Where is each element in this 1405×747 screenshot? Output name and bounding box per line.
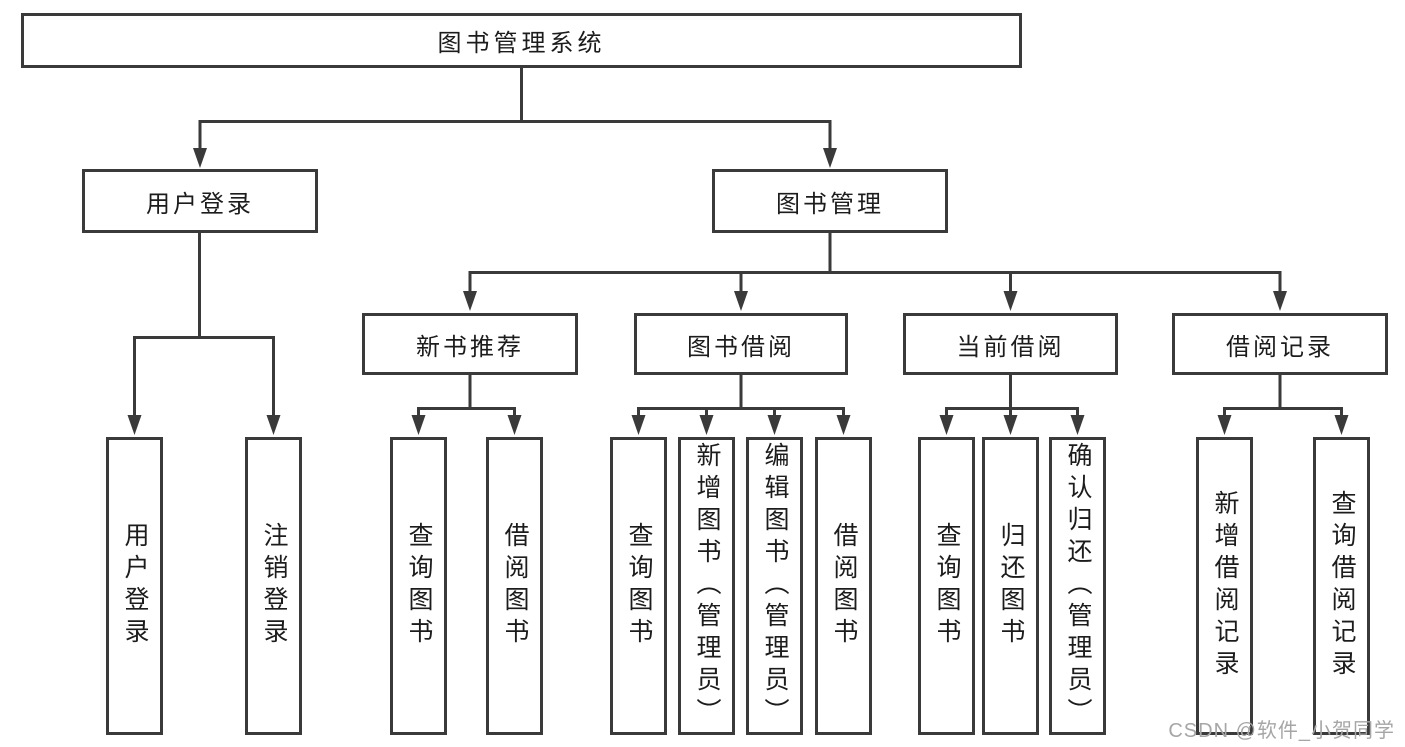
leaf-user-login: 用户登录 xyxy=(106,437,163,735)
connector-book-borrow-to-leaves xyxy=(637,375,845,416)
arrowhead-down-icon xyxy=(1003,291,1018,311)
arrowhead-down-icon xyxy=(699,415,714,435)
arrowhead-down-icon xyxy=(127,415,142,435)
leaf-add-borrow-record: 新增借阅记录 xyxy=(1196,437,1253,735)
node-current-borrow: 当前借阅 xyxy=(903,313,1118,375)
leaf-borrow-query-book: 查询图书 xyxy=(610,437,667,735)
leaf-edit-book-admin: 编辑图书（管理员） xyxy=(746,437,803,735)
arrowhead-down-icon xyxy=(734,291,748,311)
node-book-borrow: 图书借阅 xyxy=(634,313,848,375)
connector-new-book-to-leaves xyxy=(417,375,516,416)
leaf-newbook-query-book: 查询图书 xyxy=(390,437,447,735)
arrowhead-down-icon xyxy=(1003,415,1018,435)
arrowhead-down-icon xyxy=(1273,291,1287,311)
leaf-borrow-book: 借阅图书 xyxy=(815,437,872,735)
node-library-management-system: 图书管理系统 xyxy=(21,13,1022,68)
arrowhead-down-icon xyxy=(193,148,207,168)
arrowhead-down-icon xyxy=(463,291,477,311)
leaf-newbook-borrow-book: 借阅图书 xyxy=(486,437,543,735)
arrowhead-down-icon xyxy=(767,415,782,435)
csdn-watermark: CSDN @软件_小贺同学 xyxy=(1168,720,1395,742)
connector-root-to-level2 xyxy=(198,68,832,150)
leaf-add-book-admin: 新增图书（管理员） xyxy=(678,437,735,735)
node-user-login: 用户登录 xyxy=(82,169,318,233)
node-new-book-recommend: 新书推荐 xyxy=(362,313,578,375)
leaf-logout-login: 注销登录 xyxy=(245,437,302,735)
arrowhead-down-icon xyxy=(939,415,954,435)
connector-user-login-to-leaves xyxy=(133,233,275,416)
arrowhead-down-icon xyxy=(1217,415,1232,435)
arrowhead-down-icon xyxy=(1334,415,1349,435)
node-borrow-record: 借阅记录 xyxy=(1172,313,1388,375)
arrowhead-down-icon xyxy=(823,148,837,168)
arrowhead-down-icon xyxy=(507,415,522,435)
leaf-return-book: 归还图书 xyxy=(982,437,1039,735)
arrowhead-down-icon xyxy=(411,415,426,435)
leaf-confirm-return-admin: 确认归还（管理员） xyxy=(1049,437,1106,735)
connector-book-mgmt-to-level3 xyxy=(468,233,1282,292)
leaf-current-query-book: 查询图书 xyxy=(918,437,975,735)
arrowhead-down-icon xyxy=(836,415,851,435)
arrowhead-down-icon xyxy=(631,415,646,435)
node-book-management: 图书管理 xyxy=(712,169,948,233)
leaf-query-borrow-record: 查询借阅记录 xyxy=(1313,437,1370,735)
arrowhead-down-icon xyxy=(1070,415,1085,435)
connector-borrow-record-to-leaves xyxy=(1223,375,1343,416)
arrowhead-down-icon xyxy=(266,415,281,435)
connector-current-borrow-to-leaves xyxy=(945,375,1079,416)
